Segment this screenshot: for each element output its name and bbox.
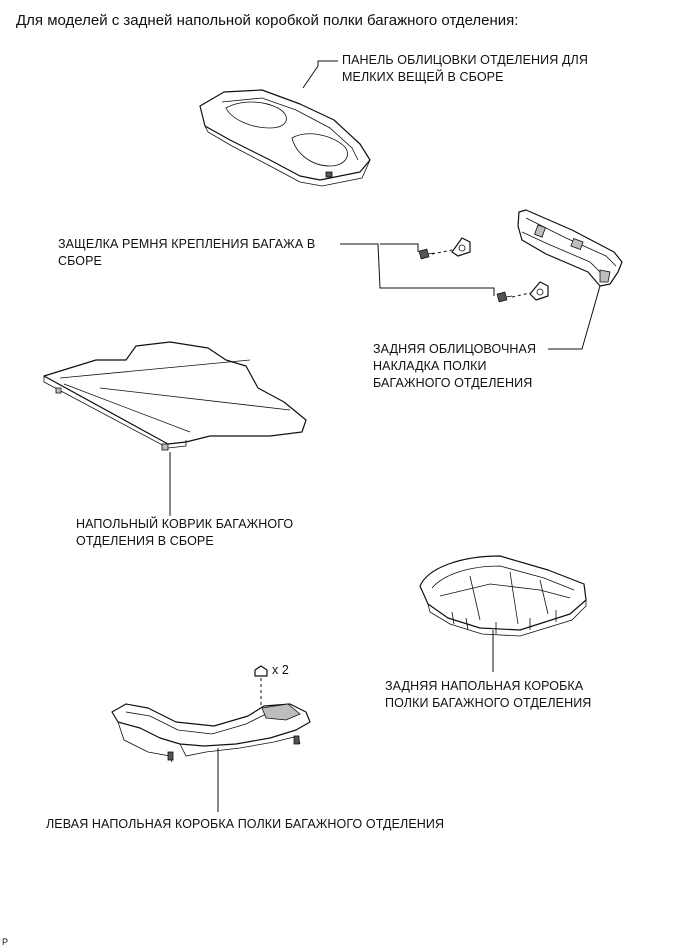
label-clip-count: x 2 bbox=[272, 663, 289, 677]
floor-mat-part bbox=[43, 341, 307, 451]
label-rear-trim: ЗАДНЯЯ ОБЛИЦОВОЧНАЯ НАКЛАДКА ПОЛКИ БАГАЖ… bbox=[373, 341, 536, 392]
leader-lines bbox=[169, 60, 601, 812]
label-rear-floor-box: ЗАДНЯЯ НАПОЛЬНАЯ КОРОБКА ПОЛКИ БАГАЖНОГО… bbox=[385, 678, 591, 712]
label-line: ПОЛКИ БАГАЖНОГО ОТДЕЛЕНИЯ bbox=[385, 696, 592, 710]
rear-trim-part bbox=[517, 209, 623, 287]
label-line: НАКЛАДКА ПОЛКИ bbox=[373, 359, 487, 373]
clip-icon bbox=[451, 237, 471, 257]
label-line: ЗАДНЯЯ НАПОЛЬНАЯ КОРОБКА bbox=[385, 679, 584, 693]
label-line: МЕЛКИХ ВЕЩЕЙ В СБОРЕ bbox=[342, 70, 504, 84]
label-strap-latch: ЗАЩЕЛКА РЕМНЯ КРЕПЛЕНИЯ БАГАЖА В СБОРЕ bbox=[58, 236, 315, 270]
footer-mark: P bbox=[2, 937, 9, 947]
left-floor-box-part bbox=[111, 703, 311, 763]
rear-floor-box-part bbox=[419, 555, 587, 637]
bolt-icon bbox=[496, 291, 513, 303]
label-small-items-panel: ПАНЕЛЬ ОБЛИЦОВКИ ОТДЕЛЕНИЯ ДЛЯ МЕЛКИХ ВЕ… bbox=[342, 52, 588, 86]
label-line: НАПОЛЬНЫЙ КОВРИК БАГАЖНОГО bbox=[76, 517, 294, 531]
small-items-panel-part bbox=[199, 89, 371, 187]
clip-icon bbox=[529, 281, 549, 301]
strap-latch-lower bbox=[496, 281, 549, 303]
label-left-floor-box: ЛЕВАЯ НАПОЛЬНАЯ КОРОБКА ПОЛКИ БАГАЖНОГО … bbox=[46, 817, 445, 831]
label-line: СБОРЕ bbox=[58, 254, 102, 268]
label-line: ОТДЕЛЕНИЯ В СБОРЕ bbox=[76, 534, 214, 548]
page-heading: Для моделей с задней напольной коробкой … bbox=[16, 12, 519, 29]
clip-icon bbox=[254, 665, 268, 708]
label-line: ПАНЕЛЬ ОБЛИЦОВКИ ОТДЕЛЕНИЯ ДЛЯ bbox=[342, 53, 588, 67]
label-floor-mat: НАПОЛЬНЫЙ КОВРИК БАГАЖНОГО ОТДЕЛЕНИЯ В С… bbox=[76, 516, 293, 550]
label-line: БАГАЖНОГО ОТДЕЛЕНИЯ bbox=[373, 376, 533, 390]
label-line: ЗАДНЯЯ ОБЛИЦОВОЧНАЯ bbox=[373, 342, 537, 356]
strap-latch-upper bbox=[418, 237, 471, 260]
bolt-icon bbox=[418, 248, 435, 260]
label-line: ЗАЩЕЛКА РЕМНЯ КРЕПЛЕНИЯ БАГАЖА В bbox=[58, 237, 316, 251]
